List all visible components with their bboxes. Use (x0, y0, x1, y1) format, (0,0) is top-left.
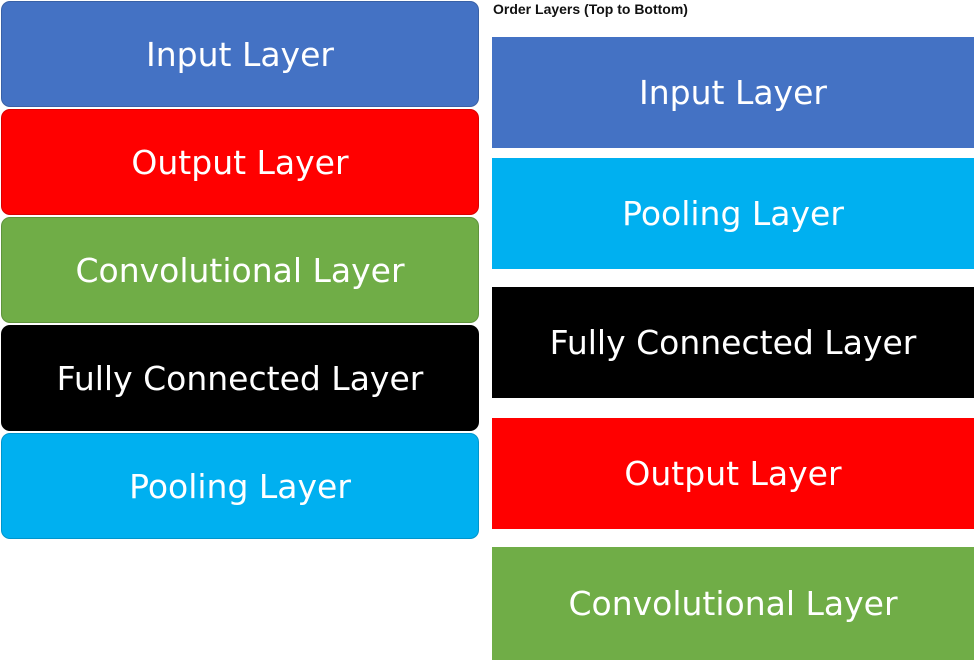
bank-item-label: Pooling Layer (129, 466, 351, 506)
ordered-item-4[interactable]: Output Layer (492, 418, 974, 529)
bank-item-label: Output Layer (131, 142, 349, 182)
ordered-item-label: Convolutional Layer (568, 584, 898, 623)
bank-item-convolutional-layer[interactable]: Convolutional Layer (1, 217, 479, 323)
ordered-item-label: Output Layer (624, 454, 842, 493)
ordered-item-5[interactable]: Convolutional Layer (492, 547, 974, 660)
bank-item-pooling-layer[interactable]: Pooling Layer (1, 433, 479, 539)
bank-item-label: Fully Connected Layer (56, 358, 424, 398)
ordered-item-label: Input Layer (639, 73, 827, 112)
layer-bank: Input Layer Output Layer Convolutional L… (0, 0, 479, 541)
ordered-item-label: Fully Connected Layer (549, 323, 917, 362)
ordered-layer-list: Input Layer Pooling Layer Fully Connecte… (492, 0, 974, 660)
bank-item-label: Input Layer (146, 34, 334, 74)
bank-item-output-layer[interactable]: Output Layer (1, 109, 479, 215)
bank-item-label: Convolutional Layer (75, 250, 405, 290)
ordered-item-label: Pooling Layer (622, 194, 844, 233)
bank-item-fully-connected-layer[interactable]: Fully Connected Layer (1, 325, 479, 431)
order-panel-title: Order Layers (Top to Bottom) (493, 1, 688, 17)
ordered-item-1[interactable]: Input Layer (492, 37, 974, 148)
ordered-item-3[interactable]: Fully Connected Layer (492, 287, 974, 398)
ordered-item-2[interactable]: Pooling Layer (492, 158, 974, 269)
bank-item-input-layer[interactable]: Input Layer (1, 1, 479, 107)
